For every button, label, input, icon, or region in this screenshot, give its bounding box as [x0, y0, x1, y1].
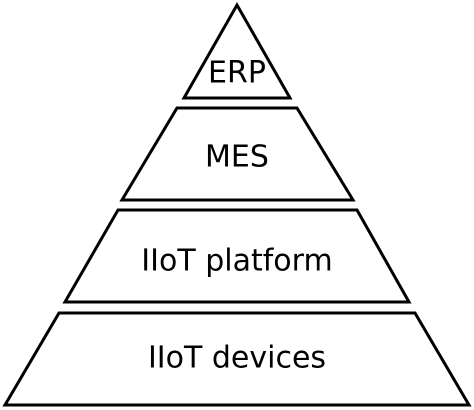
- tier-iiot-devices: IIoT devices: [2, 311, 472, 407]
- tier-iiot-platform-shape: [62, 208, 412, 304]
- tier-iiot-devices-label: IIoT devices: [148, 341, 326, 376]
- tier-iiot-devices-shape: [2, 311, 472, 407]
- tier-iiot-platform: IIoT platform: [62, 208, 412, 304]
- tier-erp-shape: [181, 1, 293, 100]
- tier-erp: ERP: [181, 1, 293, 100]
- tier-mes-shape: [119, 106, 356, 202]
- tier-erp-label: ERP: [208, 56, 266, 91]
- tier-mes-label: MES: [205, 140, 269, 175]
- tier-mes: MES: [119, 106, 356, 202]
- tier-iiot-platform-label: IIoT platform: [141, 244, 332, 279]
